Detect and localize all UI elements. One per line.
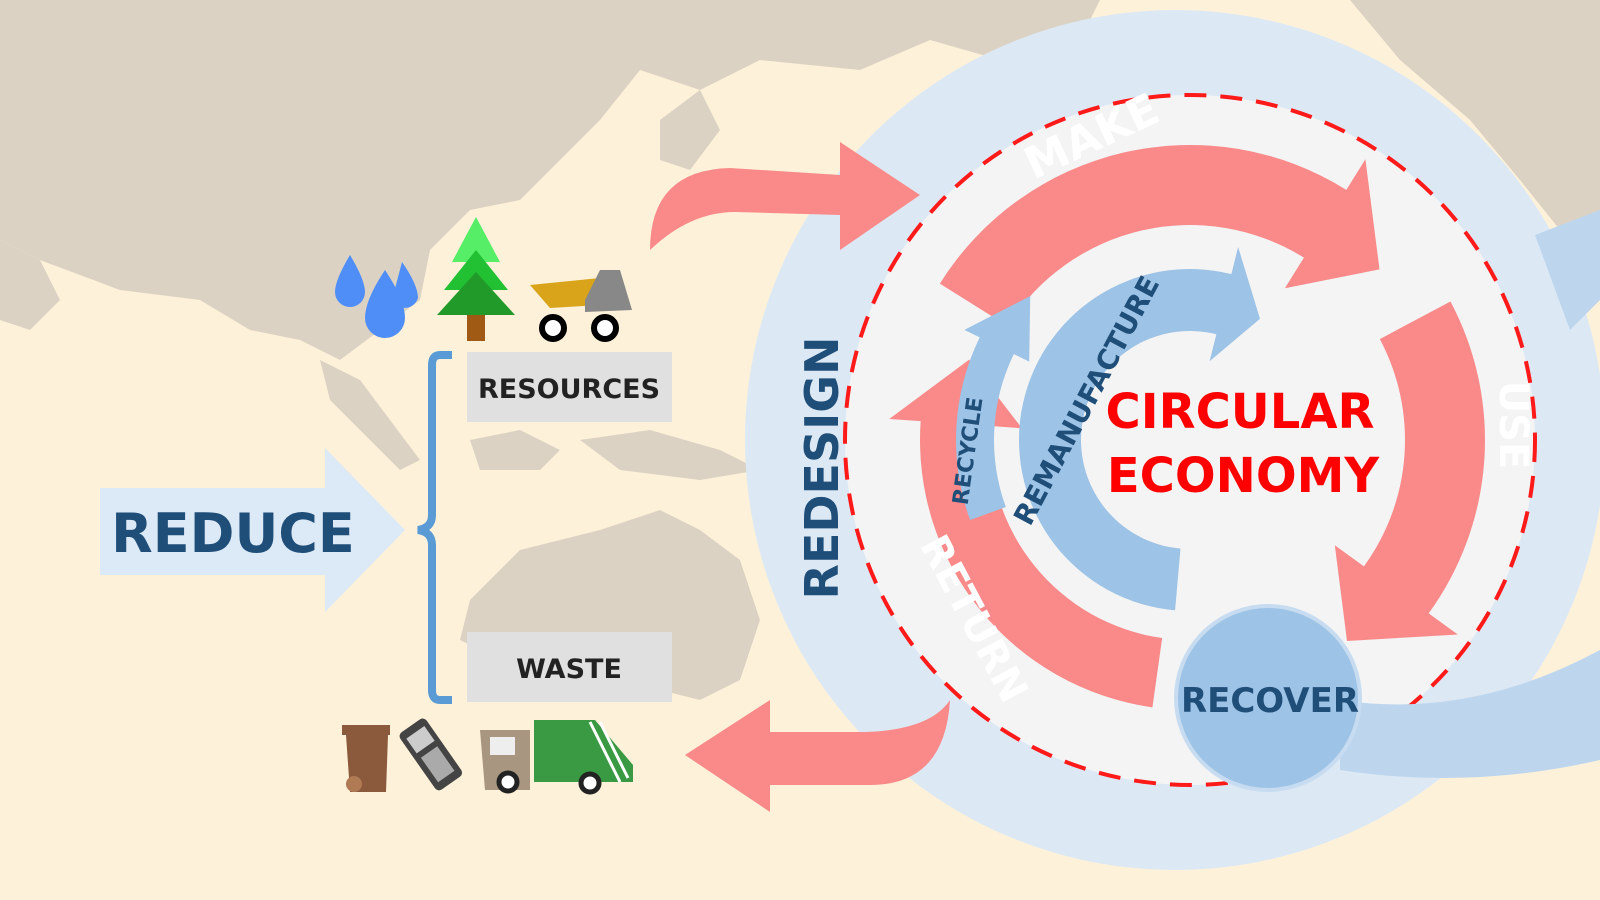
waste-bin-icon [342, 725, 390, 792]
recycle-arrow [955, 296, 1031, 521]
garbage-truck-icon [534, 720, 633, 795]
recover-outflow-band [1340, 650, 1600, 778]
tree-icon [437, 217, 515, 341]
dashed-boundary [843, 93, 1537, 787]
forklift-icon [480, 730, 530, 794]
water-drops-icon [335, 255, 418, 338]
dump-truck-icon [530, 270, 632, 342]
waste-box [467, 632, 672, 702]
cycle-arrows [650, 142, 1485, 812]
remanufacture-arrow [1019, 247, 1260, 611]
redesign-label: REDESIGN [795, 337, 849, 600]
recover-node [1174, 604, 1362, 792]
inflow-band [1535, 210, 1600, 330]
mobile-phone-icon [399, 718, 463, 791]
resources-label: RESOURCES [478, 374, 660, 405]
waste-label: WASTE [516, 654, 622, 685]
resource-inflow-arrow [650, 142, 920, 250]
reduce-arrow [100, 448, 405, 612]
resources-box [467, 352, 672, 422]
make-arrow [939, 145, 1380, 327]
waste-outflow-arrow [685, 700, 950, 812]
bracket [417, 351, 452, 704]
reduce-label: REDUCE [111, 502, 355, 565]
world-map [0, 0, 1600, 700]
use-label: USE [1490, 381, 1536, 470]
title-line2: ECONOMY [1107, 448, 1381, 504]
use-arrow [1334, 301, 1485, 641]
title-line1: CIRCULAR [1106, 384, 1375, 440]
recover-label: RECOVER [1181, 681, 1359, 721]
